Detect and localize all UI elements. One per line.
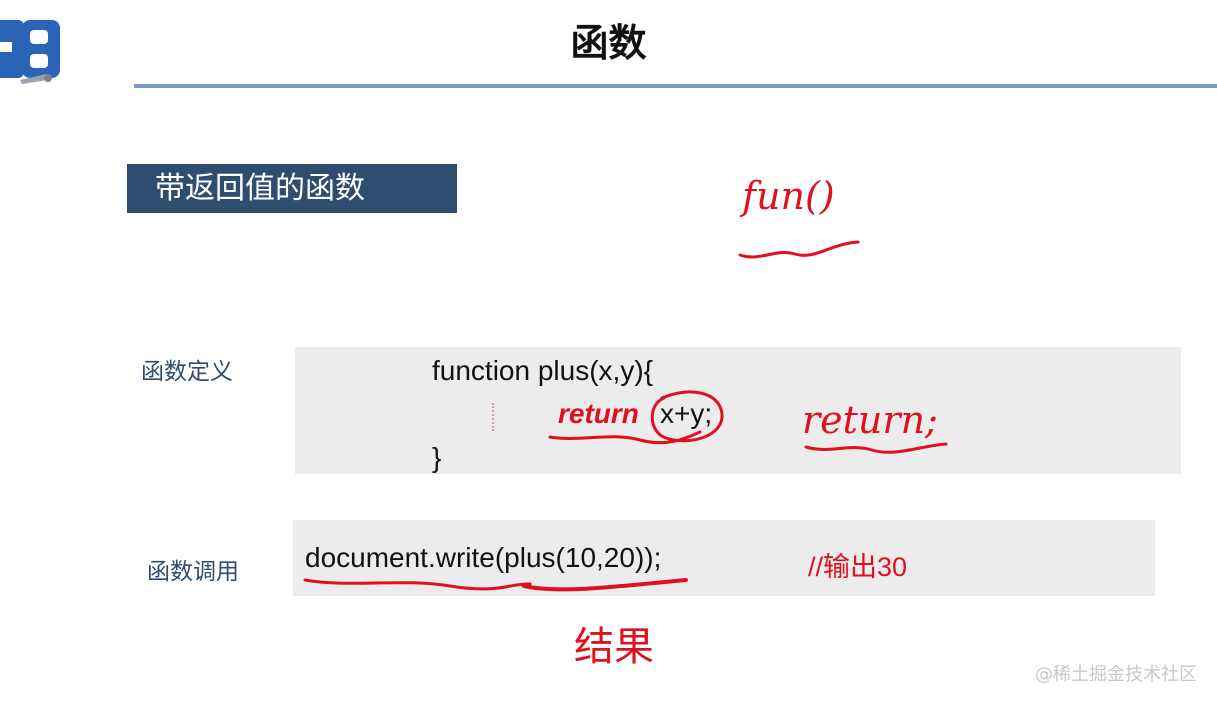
handwritten-fun: fun() — [742, 174, 835, 218]
code-call-statement: document.write(plus(10,20)); — [305, 542, 662, 573]
code-closing-brace: } — [432, 442, 442, 473]
handwritten-return: return; — [802, 398, 938, 442]
call-label: 函数调用 — [147, 559, 239, 585]
code-function-signature: function plus(x,y){ — [432, 355, 653, 386]
underline-fun — [738, 240, 860, 259]
section-label: 带返回值的函数 — [127, 164, 457, 213]
logo-icon — [0, 20, 60, 84]
watermark: @稀土掘金技术社区 — [1035, 664, 1197, 685]
handwritten-result: 结果 — [574, 624, 654, 670]
definition-label: 函数定义 — [141, 359, 233, 385]
indent-guide — [492, 403, 495, 431]
title-divider — [134, 84, 1217, 88]
slide-title: 函数 — [570, 21, 647, 65]
logo: EB — [0, 14, 62, 86]
code-return-expression: x+y; — [660, 398, 713, 429]
code-comment: //输出30 — [808, 552, 908, 582]
code-return-keyword: return — [558, 398, 639, 429]
definition-code-box — [295, 347, 1181, 474]
